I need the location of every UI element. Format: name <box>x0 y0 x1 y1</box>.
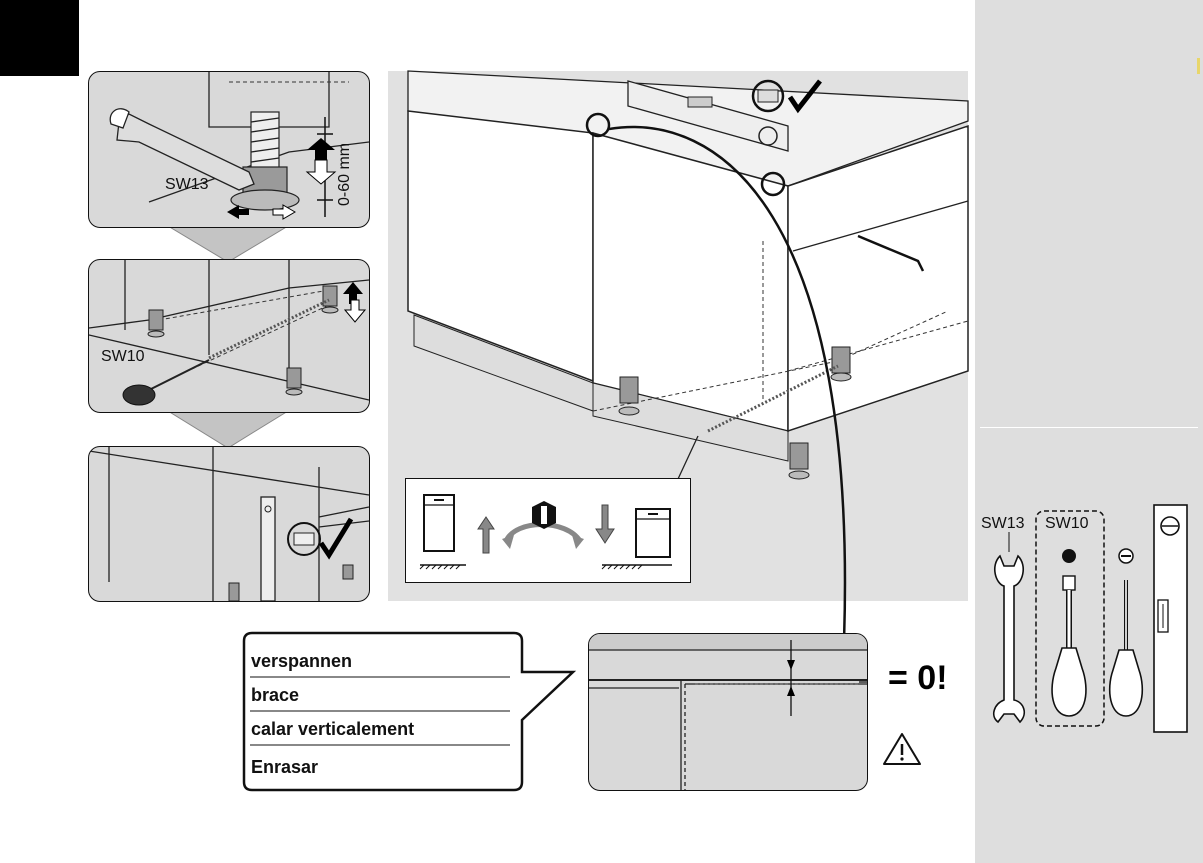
page-tab-marker <box>0 0 79 76</box>
level-check-illustration <box>89 447 369 601</box>
callout-term-english: brace <box>251 685 299 706</box>
screwdriver-feet-illustration <box>89 260 369 412</box>
height-range-label: 0-60 mm <box>336 143 354 206</box>
step-panel-adjust-rear-feet: SW10 <box>88 259 370 413</box>
rotation-height-legend <box>405 478 691 583</box>
step-panel-level-check <box>88 446 370 602</box>
callout-term-german: verspannen <box>251 651 352 672</box>
spirit-level-icon <box>1154 505 1187 732</box>
gap-detail-illustration <box>589 634 867 790</box>
edge-mark <box>1197 58 1200 74</box>
gap-equals-zero-label: = 0! <box>888 659 948 698</box>
rotation-height-legend-graphic <box>406 479 690 582</box>
callout-term-french: calar verticalement <box>251 719 414 740</box>
screwdriver-size-label: SW10 <box>101 348 145 366</box>
wrench-foot-illustration <box>89 72 369 227</box>
tools-sidebar <box>975 0 1203 863</box>
step-panel-adjust-foot: SW13 0-60 mm <box>88 71 370 228</box>
wrench-size-label: SW13 <box>165 176 209 194</box>
tool-wrench-label: SW13 <box>981 515 1025 533</box>
tools-illustration <box>0 0 1 1</box>
gap-detail-panel <box>588 633 868 791</box>
tool-screwdriver-label: SW10 <box>1045 515 1089 533</box>
callout-term-spanish: Enrasar <box>251 757 318 778</box>
sidebar-divider <box>980 427 1198 428</box>
